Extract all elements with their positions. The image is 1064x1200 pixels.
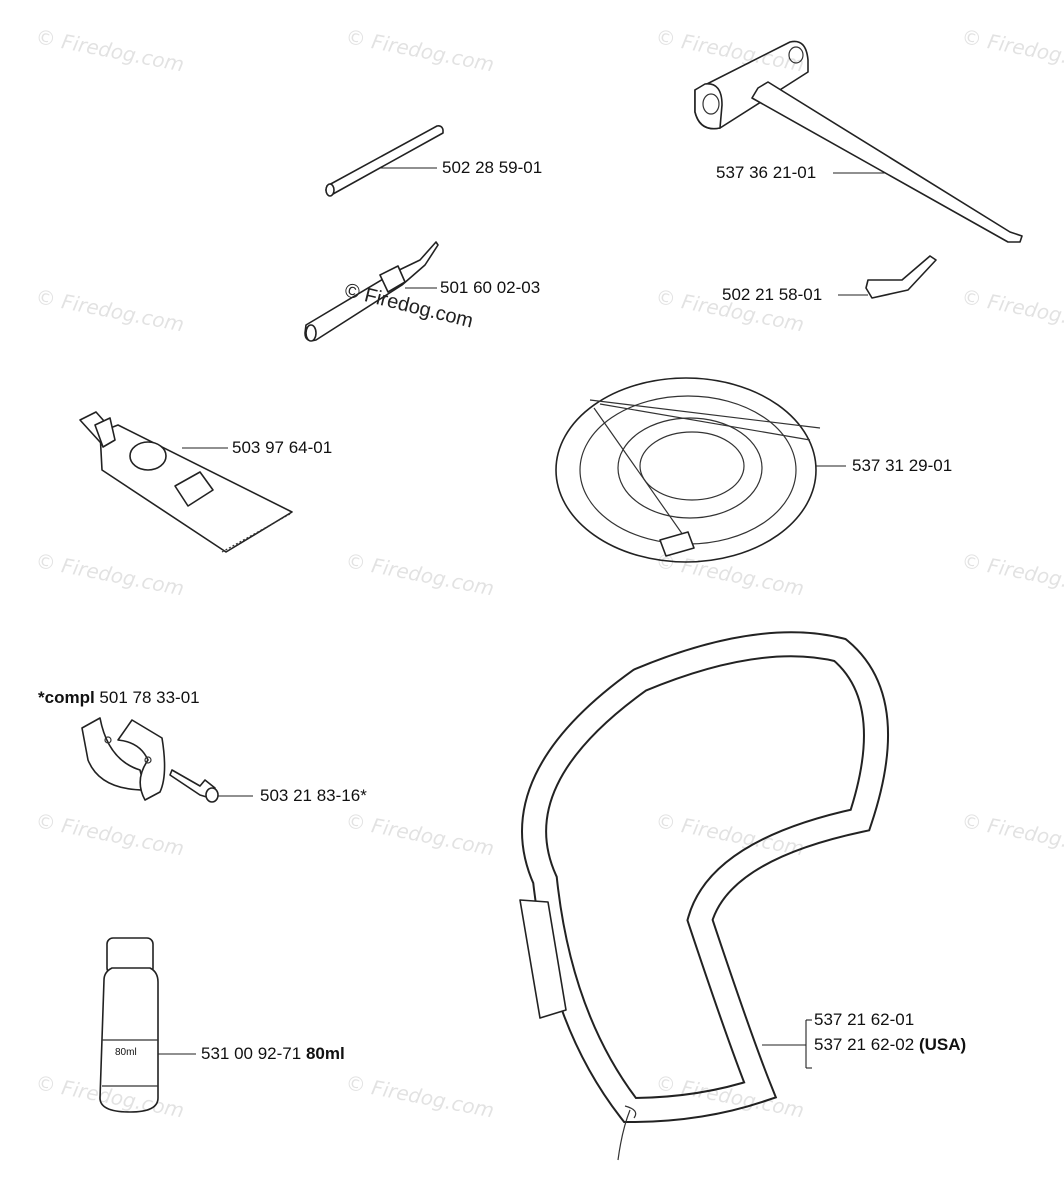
hex-key-part-drawing xyxy=(865,255,937,299)
combination-wrench-part-drawing xyxy=(694,40,1023,243)
part-label-503-21-83-16: 503 21 83-16* xyxy=(260,786,367,805)
harness-strap-part-drawing xyxy=(519,631,889,1161)
strap-usa-number: 537 21 62-02 xyxy=(814,1035,915,1054)
part-label-537-21-62-02: 537 21 62-02 (USA) xyxy=(814,1035,966,1055)
pin-part-drawing xyxy=(325,125,444,197)
part-label-compl-501-78-33-01: *compl 501 78 33-01 xyxy=(38,688,200,708)
guard-part-drawing xyxy=(555,377,821,563)
part-label-503-97-64-01: 503 97 64-01 xyxy=(232,438,333,457)
part-label-501-60-02-03: 501 60 02-03 xyxy=(440,278,541,297)
file-holder-part-drawing xyxy=(304,241,439,342)
part-label-537-36-21-01: 537 36 21-01 xyxy=(716,163,817,182)
part-label-537-31-29-01: 537 31 29-01 xyxy=(852,456,953,475)
part-label-537-21-62-01: 537 21 62-01 xyxy=(814,1010,915,1029)
part-label-502-28-59-01: 502 28 59-01 xyxy=(442,158,543,177)
strap-usa-suffix: (USA) xyxy=(918,1035,967,1054)
grease-tube-part-drawing xyxy=(79,411,293,553)
bottle-printed-volume: 80ml xyxy=(115,1047,137,1058)
oil-part-number: 531 00 92-71 xyxy=(201,1044,302,1063)
screw-part-drawing xyxy=(169,769,219,803)
oil-volume: 80ml xyxy=(305,1044,345,1063)
compl-prefix: *compl xyxy=(38,688,95,707)
clamp-part-drawing xyxy=(81,717,166,801)
oil-bottle-part-drawing xyxy=(99,937,159,1113)
compl-number: 501 78 33-01 xyxy=(99,688,200,707)
part-label-531-00-92-71: 531 00 92-71 80ml xyxy=(201,1044,345,1064)
part-label-502-21-58-01: 502 21 58-01 xyxy=(722,285,823,304)
